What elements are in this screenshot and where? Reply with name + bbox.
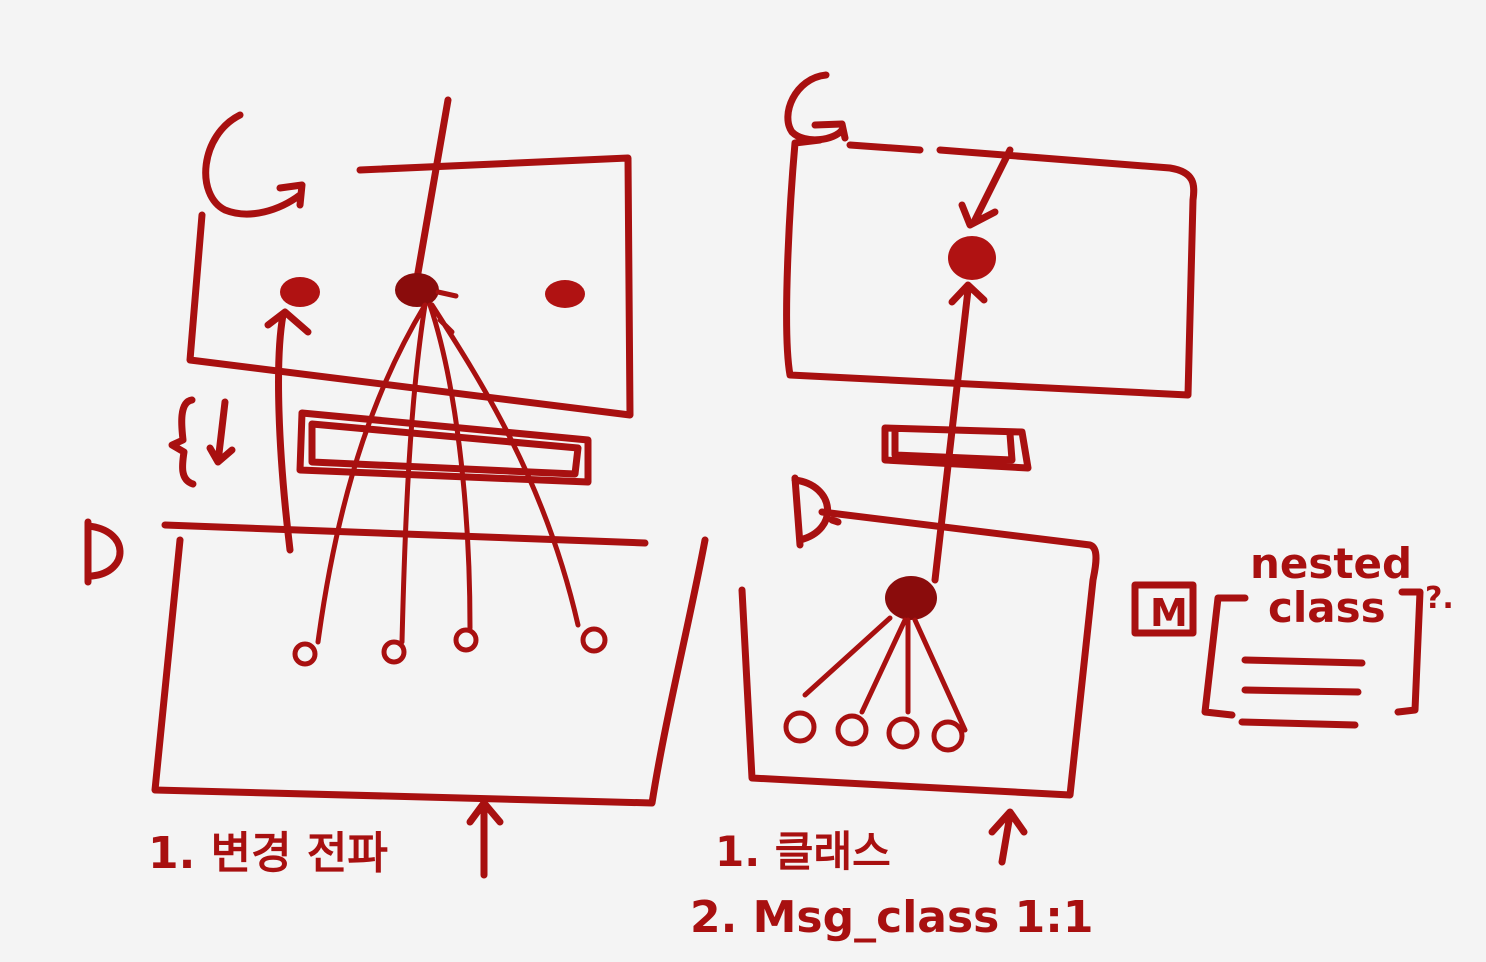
- right-dot-bottom: [885, 576, 937, 620]
- right-bottom-box: [738, 508, 1100, 799]
- bracket: [1201, 588, 1424, 719]
- right-vertical-line: [931, 281, 988, 584]
- right-bottom-arrow: [988, 808, 1028, 866]
- m-label: M: [1150, 591, 1188, 635]
- note-lines: [1238, 656, 1366, 729]
- left-up-arrow: [264, 308, 312, 554]
- left-bottom-arrow: [466, 799, 504, 879]
- right-node-2: [835, 713, 869, 747]
- left-brace: [168, 396, 197, 488]
- right-node-4: [931, 719, 965, 753]
- left-top-box: [186, 154, 634, 419]
- left-node-2: [381, 639, 407, 665]
- left-g-curl: [202, 111, 306, 218]
- right-middle-bar: [881, 424, 1032, 472]
- left-d-label: [84, 518, 124, 586]
- left-dot-tail: [435, 289, 459, 299]
- right-note-2: 2. Msg_class 1:1: [690, 892, 1094, 943]
- class-label: class: [1268, 583, 1386, 632]
- right-fan-lines: [802, 615, 968, 733]
- question-mark: ?.: [1425, 581, 1454, 616]
- right-node-1: [783, 710, 817, 744]
- nested-label: nested: [1250, 539, 1412, 588]
- left-note: 1. 변경 전파: [148, 828, 388, 879]
- right-in-arrow: [958, 146, 1014, 229]
- left-vertical-line: [411, 96, 452, 294]
- left-dot-1: [280, 277, 320, 307]
- right-dot-top: [948, 236, 996, 280]
- left-node-1: [292, 641, 318, 667]
- side-note: [1131, 581, 1424, 729]
- left-fan-lines: [315, 302, 581, 645]
- right-diagram: [738, 71, 1198, 866]
- left-dot-center: [395, 273, 439, 307]
- left-dot-3: [545, 280, 585, 308]
- left-bottom-box: [151, 521, 709, 807]
- right-g-curl: [784, 71, 849, 144]
- left-node-4: [580, 626, 608, 654]
- right-node-3: [886, 716, 920, 750]
- right-note-1: 1. 클래스: [715, 827, 891, 876]
- left-diagram: [84, 96, 709, 879]
- left-down-arrow: [206, 398, 236, 466]
- right-top-box: [783, 136, 1198, 399]
- m-box: [1131, 581, 1197, 637]
- right-d-label: [791, 474, 842, 549]
- left-middle-bar: [296, 409, 592, 486]
- left-node-3: [453, 627, 479, 653]
